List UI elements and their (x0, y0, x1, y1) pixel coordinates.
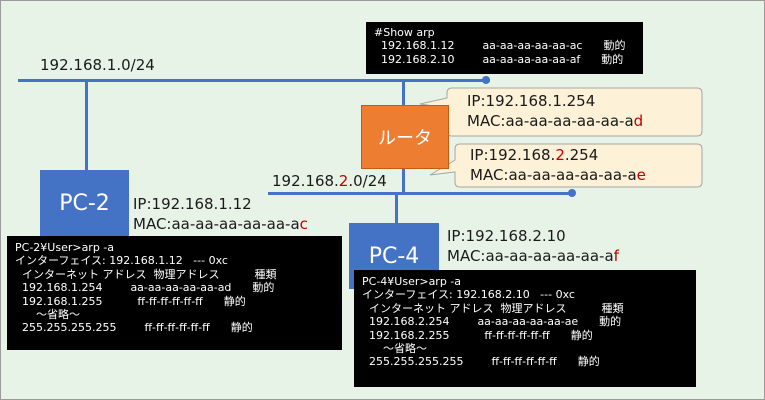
pc4-mac-prefix: MAC:aa-aa-aa-aa-aa-a (447, 247, 614, 265)
router-if1-mac-prefix: MAC:aa-aa-aa-aa-aa-a (467, 112, 634, 130)
network-label-lan1: 192.168.1.0/24 (40, 56, 155, 74)
router-if2-ip: IP:192.168.2.254 (470, 145, 646, 165)
pc4-mac-highlight: f (613, 247, 619, 265)
router-if2-mac-highlight: e (636, 166, 646, 184)
pc2-ip: IP:192.168.1.12 (133, 195, 252, 213)
callout-router-if1 (419, 87, 703, 137)
pc2-mac-highlight: c (299, 215, 308, 233)
pc2-mac: MAC:aa-aa-aa-aa-aa-ac (133, 214, 308, 234)
router-if2-address: IP:192.168.2.254 MAC:aa-aa-aa-aa-aa-ae (470, 145, 646, 185)
network-line-lan1 (18, 79, 490, 82)
terminal-line: 192.168.1.254 aa-aa-aa-aa-aa-ad 動的 (15, 281, 275, 295)
link-router-lan2 (402, 168, 405, 194)
network-label-lan2-suffix: .0/24 (348, 172, 387, 190)
terminal-line: PC-2¥User>arp -a (15, 241, 115, 254)
terminal-line: ～省略～ (15, 307, 80, 321)
callout-router-if2 (429, 143, 703, 188)
pc4-address: IP:192.168.2.10 MAC:aa-aa-aa-aa-aa-af (447, 226, 619, 266)
network-line-lan2 (268, 192, 574, 195)
pc4-mac: MAC:aa-aa-aa-aa-aa-af (447, 246, 619, 266)
router-if1-mac: MAC:aa-aa-aa-aa-aa-ad (467, 111, 643, 131)
network-end-dot-lan2 (568, 189, 576, 197)
router-label: ルータ (378, 128, 432, 149)
router-if1-mac-highlight: d (633, 112, 644, 130)
terminal-line: インターフェイス: 192.168.2.10 --- 0xc (362, 288, 575, 302)
router-if2-ip-suffix: .254 (564, 146, 599, 164)
router-node: ルータ (361, 105, 449, 169)
network-label-lan2-prefix: 192.168. (272, 172, 339, 190)
router-if1-ip: IP:192.168.1.254 (467, 92, 596, 110)
terminal-line: 192.168.1.255 ff-ff-ff-ff-ff-ff 静的 (15, 294, 246, 308)
terminal-line: 192.168.1.12 aa-aa-aa-aa-aa-ac 動的 (374, 39, 626, 53)
router-if2-ip-prefix: IP:192.168. (470, 146, 556, 164)
router-if2-ip-highlight: 2 (555, 146, 565, 164)
terminal-line: ～省略～ (362, 341, 427, 355)
terminal-line: #Show arp (374, 26, 435, 39)
network-label-lan2-highlight: 2 (338, 172, 349, 190)
terminal-line: PC-4¥User>arp -a (362, 275, 462, 288)
terminal-line: 255.255.255.255 ff-ff-ff-ff-ff-ff 静的 (362, 355, 600, 369)
pc4-label: PC-4 (368, 243, 420, 269)
router-show-arp-terminal: #Show arp 192.168.1.12 aa-aa-aa-aa-aa-ac… (366, 22, 643, 74)
terminal-line: インターネット アドレス 物理アドレス 種類 (362, 301, 624, 315)
pc2-node: PC-2 (40, 170, 129, 236)
terminal-line: 192.168.2.255 ff-ff-ff-ff-ff-ff 静的 (362, 328, 593, 342)
network-end-dot-lan1 (482, 76, 490, 84)
pc4-ip: IP:192.168.2.10 (447, 227, 566, 245)
router-if2-mac-prefix: MAC:aa-aa-aa-aa-aa-a (470, 166, 637, 184)
pc2-address: IP:192.168.1.12 MAC:aa-aa-aa-aa-aa-ac (133, 194, 308, 234)
terminal-line: インターフェイス: 192.168.1.12 --- 0xc (15, 254, 228, 268)
pc2-mac-prefix: MAC:aa-aa-aa-aa-aa-a (133, 215, 300, 233)
link-router-lan1 (402, 80, 405, 106)
network-label-lan2: 192.168.2.0/24 (272, 172, 387, 190)
router-if2-mac: MAC:aa-aa-aa-aa-aa-ae (470, 165, 646, 185)
terminal-line: 192.168.2.10 aa-aa-aa-aa-aa-af 動的 (374, 52, 624, 66)
terminal-line: インターネット アドレス 物理アドレス 種類 (15, 267, 277, 281)
pc2-label: PC-2 (59, 190, 110, 216)
link-pc4 (395, 193, 398, 223)
terminal-line: 192.168.2.254 aa-aa-aa-aa-aa-ae 動的 (362, 315, 622, 329)
terminal-line: 255.255.255.255 ff-ff-ff-ff-ff-ff 静的 (15, 321, 253, 335)
link-pc2 (85, 80, 88, 170)
router-if1-address: IP:192.168.1.254 MAC:aa-aa-aa-aa-aa-ad (467, 91, 643, 131)
